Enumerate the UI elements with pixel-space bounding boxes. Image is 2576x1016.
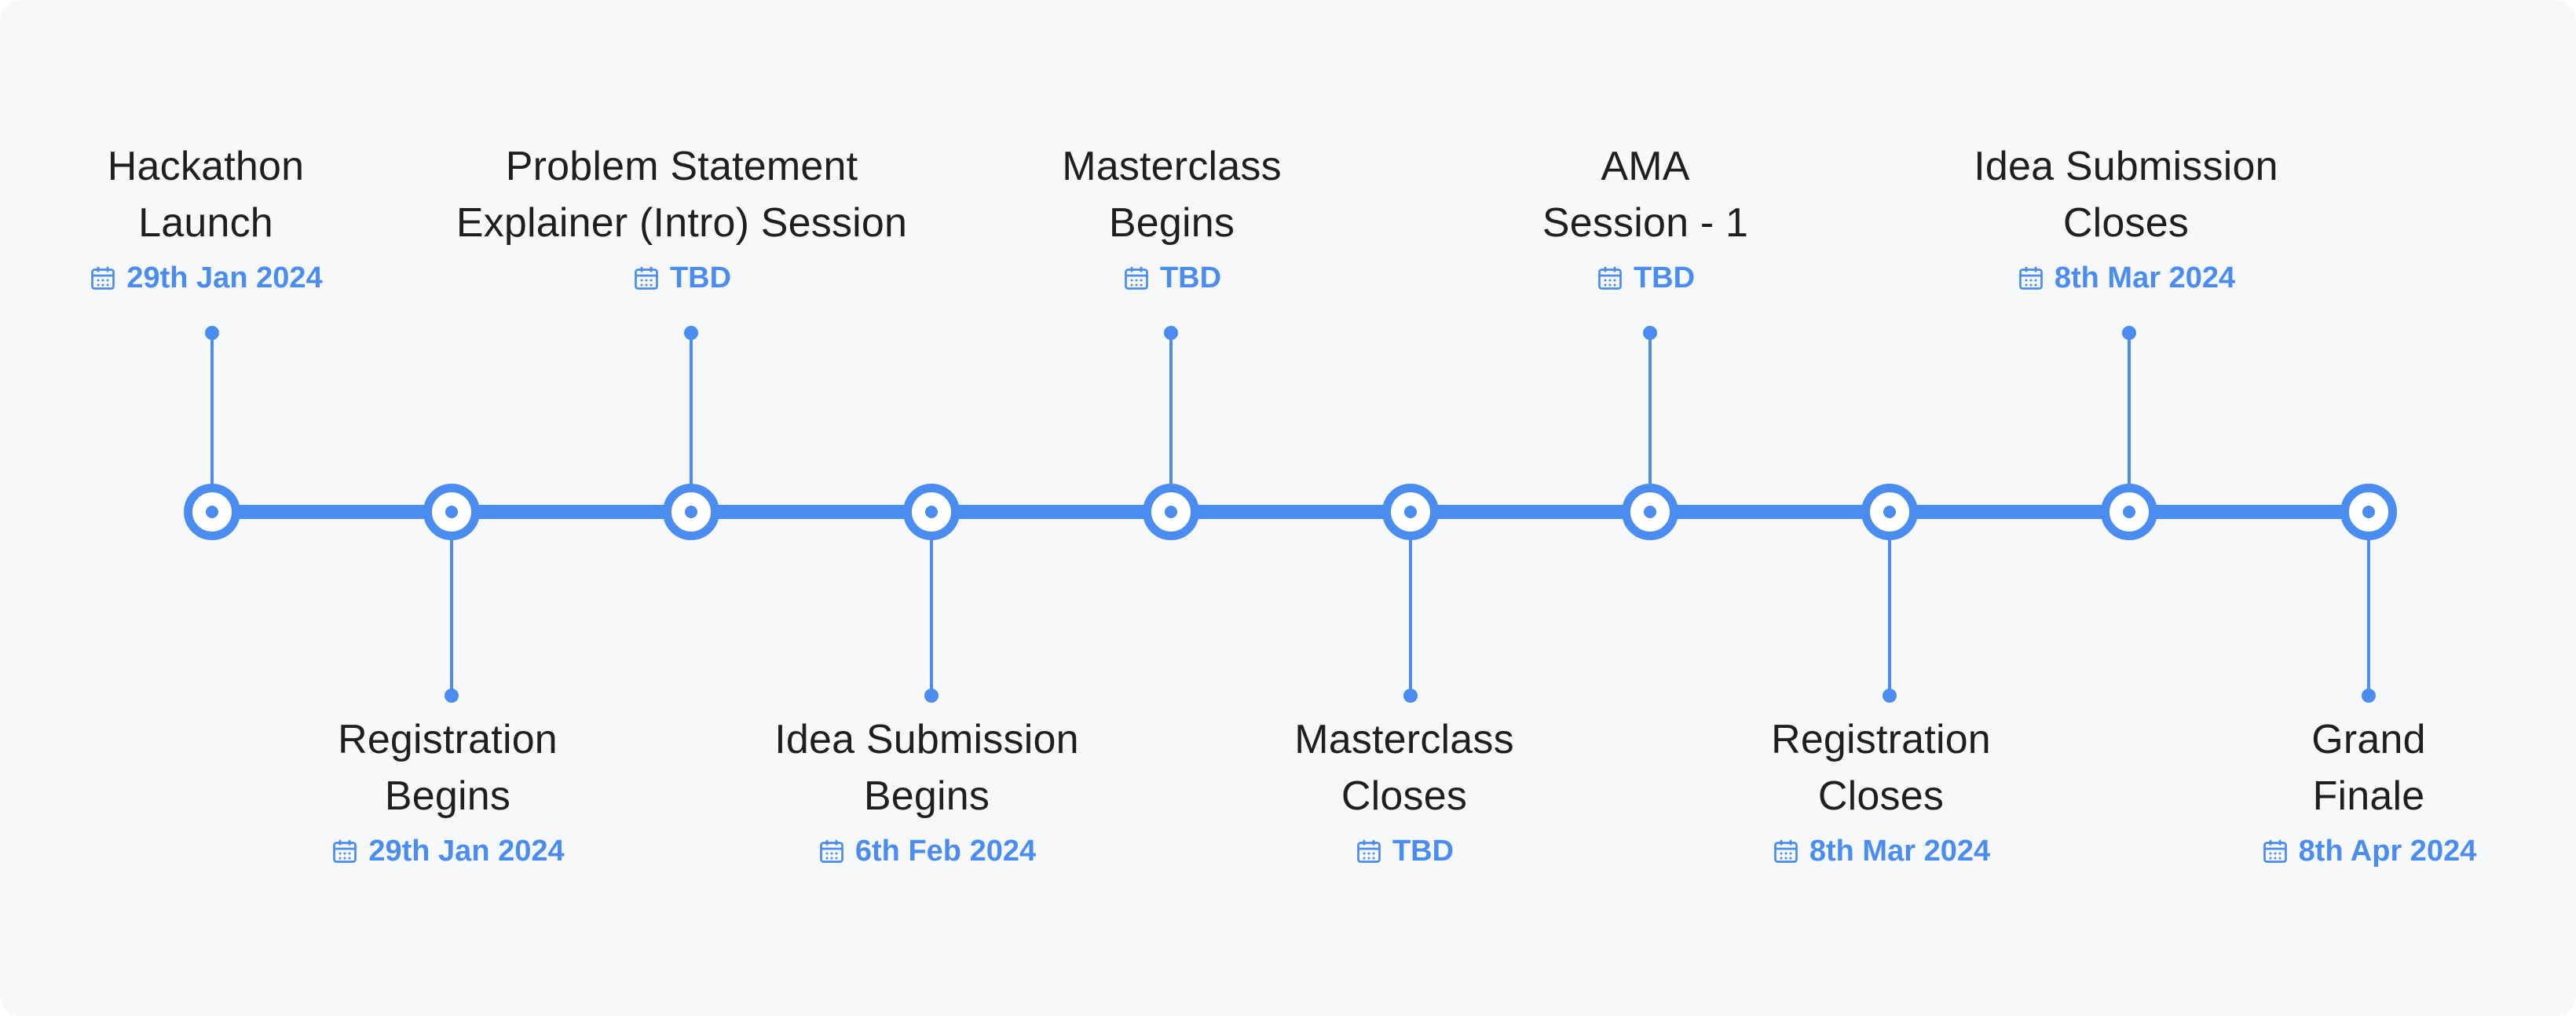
milestone-date-text: TBD (669, 261, 732, 294)
milestone-date: 29th Jan 2024 (89, 259, 323, 297)
connector-line (690, 333, 693, 512)
milestone-date: 8th Mar 2024 (1772, 832, 1990, 870)
milestone-label: Idea Submission Begins 6th Feb 2024 (660, 711, 1194, 870)
milestone-date: 8th Mar 2024 (2017, 259, 2235, 297)
connector-line (1409, 512, 1412, 697)
connector-dot (684, 326, 698, 340)
milestone-date-text: TBD (1633, 261, 1696, 294)
milestone-date-text: 8th Mar 2024 (1809, 835, 1991, 868)
calendar-icon (635, 266, 658, 290)
milestone-label: Registration Begins 29th Jan 2024 (181, 711, 715, 870)
connector-dot (205, 326, 219, 340)
connector-dot (2362, 689, 2376, 703)
connector-dot (1643, 326, 1657, 340)
milestone-node (423, 484, 480, 540)
calendar-icon (1357, 839, 1381, 863)
calendar-icon (1774, 839, 1798, 863)
milestone-date-text: 8th Mar 2024 (2054, 261, 2236, 294)
calendar-icon (1598, 266, 1622, 290)
calendar-icon (820, 839, 843, 863)
milestone-title: Grand Finale (2311, 717, 2426, 819)
connector-line (2367, 512, 2370, 697)
milestone-label: AMA Session - 1 TBD (1378, 138, 1912, 297)
milestone-date-text: TBD (1392, 835, 1454, 868)
milestone-label: Hackathon Launch 29th Jan 2024 (0, 138, 473, 297)
connector-line (2128, 333, 2131, 512)
connector-dot (924, 689, 939, 703)
milestone-label: Masterclass Begins TBD (905, 138, 1439, 297)
connector-line (1888, 512, 1891, 697)
connector-dot (445, 689, 459, 703)
milestone-title: Idea Submission Begins (774, 717, 1079, 819)
milestone-title: Masterclass Closes (1294, 717, 1514, 819)
milestone-node (1143, 484, 1199, 540)
milestone-node (663, 484, 719, 540)
connector-line (1648, 333, 1652, 512)
milestone-date-text: 29th Jan 2024 (126, 261, 323, 294)
milestone-title: Masterclass Begins (1062, 144, 1282, 246)
milestone-label: Masterclass Closes TBD (1137, 711, 1671, 870)
milestone-title: Problem Statement Explainer (Intro) Sess… (456, 144, 908, 246)
connector-line (210, 333, 214, 512)
milestone-node (1861, 484, 1918, 540)
milestone-node (2101, 484, 2157, 540)
milestone-label: Problem Statement Explainer (Intro) Sess… (415, 138, 949, 297)
connector-line (450, 512, 453, 697)
milestone-date: 6th Feb 2024 (818, 832, 1036, 870)
milestone-label: Idea Submission Closes 8th Mar 2024 (1859, 138, 2393, 297)
milestone-label: Grand Finale 8th Apr 2024 (2102, 711, 2576, 870)
milestone-node (1622, 484, 1678, 540)
connector-dot (2122, 326, 2136, 340)
milestone-date-text: 8th Apr 2024 (2298, 835, 2477, 868)
connector-line (930, 512, 933, 697)
calendar-icon (91, 266, 115, 290)
calendar-icon (333, 839, 357, 863)
connector-dot (1164, 326, 1178, 340)
milestone-title: Hackathon Launch (107, 144, 305, 246)
milestone-title: Registration Closes (1771, 717, 1991, 819)
milestone-node (903, 484, 960, 540)
milestone-date: TBD (1122, 259, 1221, 297)
milestone-node (184, 484, 240, 540)
milestone-date: TBD (1355, 832, 1454, 870)
calendar-icon (1125, 266, 1148, 290)
milestone-label: Registration Closes 8th Mar 2024 (1614, 711, 2148, 870)
calendar-icon (2263, 839, 2287, 863)
milestone-node (2340, 484, 2397, 540)
calendar-icon (2019, 266, 2043, 290)
milestone-title: Registration Begins (338, 717, 558, 819)
connector-dot (1403, 689, 1418, 703)
milestone-node (1382, 484, 1439, 540)
connector-dot (1883, 689, 1897, 703)
milestone-date: TBD (632, 259, 731, 297)
milestone-date: 29th Jan 2024 (331, 832, 565, 870)
milestone-date: 8th Apr 2024 (2261, 832, 2477, 870)
milestone-title: AMA Session - 1 (1542, 144, 1749, 246)
milestone-title: Idea Submission Closes (1974, 144, 2278, 246)
milestone-date: TBD (1596, 259, 1695, 297)
connector-line (1169, 333, 1173, 512)
milestone-date-text: 6th Feb 2024 (854, 835, 1037, 868)
milestone-date-text: 29th Jan 2024 (368, 835, 565, 868)
timeline-track (212, 505, 2369, 519)
milestone-date-text: TBD (1159, 261, 1222, 294)
